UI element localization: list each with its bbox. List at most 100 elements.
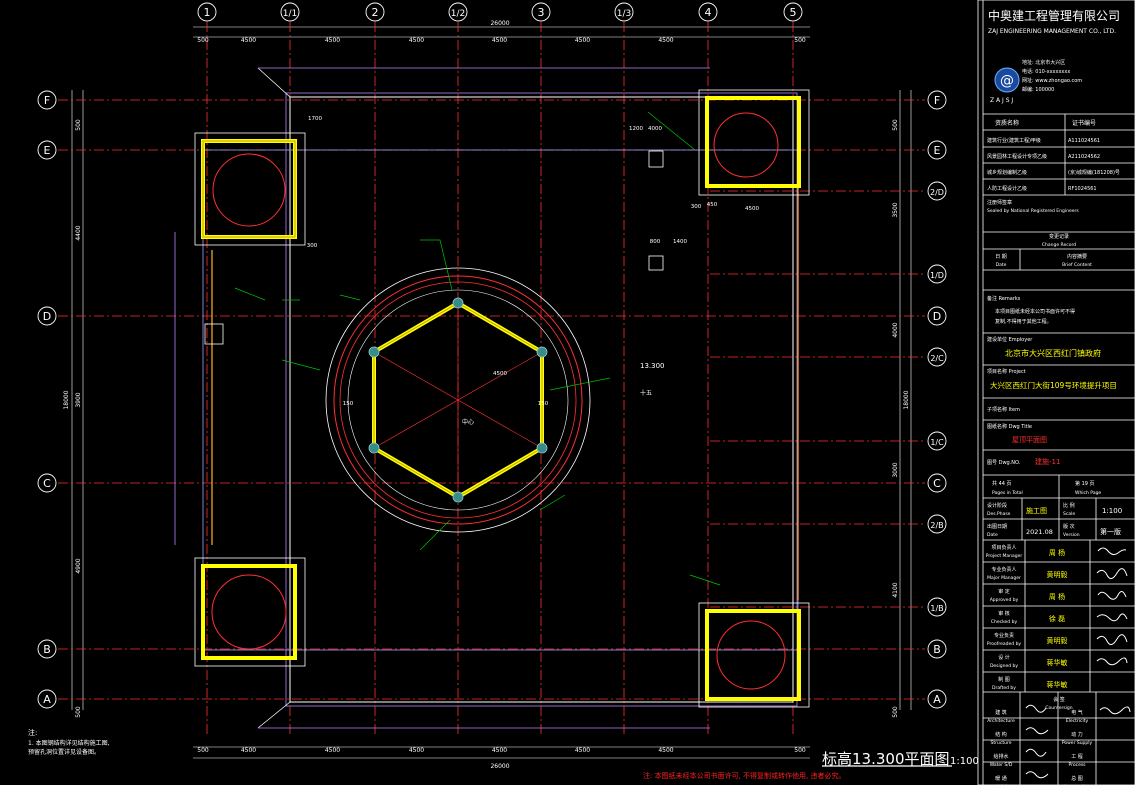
cert-row-1-no: A111024561 (1068, 138, 1100, 144)
role-label: 设 计 (998, 654, 1010, 661)
countersign-discipline-en: Power Supply (1062, 740, 1093, 746)
top-dimension: 4500 (241, 37, 256, 44)
column-axis-label: 4 (705, 6, 712, 19)
left-dimension: 4400 (75, 225, 82, 240)
row-axis-label-right: F (934, 94, 940, 107)
row-axis-label-right: 2/C (930, 354, 944, 363)
remarks-label: 备注 Remarks (987, 295, 1021, 302)
row-axis-bubble-right (927, 140, 947, 160)
misc-dimension: 4500 (493, 371, 507, 377)
row-axis-label-left: E (44, 144, 51, 157)
row-axis-label-left: B (43, 643, 51, 656)
countersign-discipline: 给排水 (993, 753, 1008, 760)
row-axis-label-right: 1/B (930, 604, 943, 613)
countersign-discipline: 总 图 (1071, 775, 1083, 782)
countersign-discipline-en: Process (1068, 762, 1086, 768)
row-axis-label-right: C (933, 477, 941, 490)
bottom-warning: 注: 本图纸未经本公司书面许可, 不得复制或转作他用, 违者必究。 (643, 771, 845, 780)
column-axis-label: 1/1 (283, 9, 297, 19)
center-label: 中心 (462, 418, 474, 426)
scale-value: 1:100 (1102, 507, 1122, 515)
drawing-title-value: 屋顶平面图 (1012, 436, 1047, 444)
column-axis-bubble (365, 2, 385, 22)
cert-header-no: 证书编号 (1072, 119, 1096, 127)
cert-row-2-name: 风景园林工程设计专项乙级 (987, 153, 1047, 160)
elevation-label: 13.300 (640, 362, 665, 370)
bottom-dimension: 500 (197, 747, 209, 754)
countersign-label-en: Countersign (1045, 705, 1072, 711)
column-axis-bubble (448, 2, 468, 22)
column-axis-label: 1/2 (451, 9, 465, 19)
row-axis-bubble-right (927, 90, 947, 110)
page-number-en: Which Page (1075, 490, 1101, 496)
remarks-line-1: 本项目图纸未经本公司书面许可不得 (995, 308, 1075, 315)
bottom-total-dimension: 26000 (490, 763, 509, 770)
stamp-label-en: Sealed by National Registered Engineers (987, 208, 1079, 214)
note-title: 注: (28, 728, 37, 737)
logo-text: Z A J S J (990, 97, 1013, 104)
row-axis-bubble-left (37, 639, 57, 659)
scale-label: 比 例 (1063, 502, 1075, 509)
content-label-en: Brief Content (1062, 262, 1092, 268)
date-label: 日 期 (995, 254, 1007, 260)
drawing-no-label: 图号 Dwg.NO. (987, 460, 1021, 466)
right-total-dimension: 18000 (903, 390, 910, 409)
row-axis-bubble-left (37, 90, 57, 110)
phase-label-en: Des.Phase (987, 511, 1011, 517)
countersign-discipline: 电 气 (1071, 709, 1083, 716)
misc-dimension: 4500 (745, 206, 759, 212)
company-logo-icon: @ (994, 67, 1020, 93)
date2-label-en: Date (987, 532, 998, 538)
role-name: 周 杨 (1049, 548, 1065, 557)
role-name: 黄明毅 (1047, 636, 1068, 645)
row-axis-bubble-left (37, 473, 57, 493)
row-axis-label-right: 1/C (930, 438, 944, 447)
role-name: 蒋华敏 (1047, 680, 1068, 689)
role-label: 专业负责 (994, 632, 1014, 639)
column-axis-bubble (197, 2, 217, 22)
company-name-en: ZAJ ENGINEERING MANAGEMENT CO., LTD. (988, 28, 1116, 35)
top-dimension: 500 (794, 37, 806, 44)
misc-dimension: 1400 (673, 239, 687, 245)
employer: 北京市大兴区西红门镇政府 (1005, 348, 1101, 358)
misc-dimension: 1200 (629, 126, 643, 132)
role-label: 审 定 (998, 588, 1010, 595)
employer-label: 建设单位 Employer (987, 336, 1033, 343)
row-axis-label-right: E (934, 144, 941, 157)
row-axis-label-left: F (44, 94, 50, 107)
drawing-no-value: 建施-11 (1035, 457, 1060, 466)
column-axis-bubble (280, 2, 300, 22)
row-axis-label-left: A (43, 693, 51, 706)
column-axis-bubble (614, 2, 634, 22)
bottom-dimension: 4500 (409, 747, 424, 754)
countersign-discipline-en: Structure (991, 740, 1012, 746)
subitem-label: 子项名称 Item (987, 406, 1020, 413)
row-axis-label-left: D (43, 310, 51, 323)
row-axis-label-right: D (933, 310, 941, 323)
misc-dimension: 4000 (648, 126, 662, 132)
title-block: 中奥建工程管理有限公司 ZAJ ENGINEERING MANAGEMENT C… (986, 8, 1122, 785)
role-label-en: Designed by (990, 663, 1018, 669)
date2-label: 出图日期 (987, 523, 1007, 530)
remarks-line-2: 复制,不得用于其他工程。 (995, 318, 1052, 325)
countersign-discipline: 暖 通 (995, 775, 1007, 782)
left-dimension: 500 (75, 119, 82, 131)
cert-row-1-name: 建筑行业(建筑工程)甲级 (987, 137, 1041, 144)
svg-text:@: @ (1000, 73, 1014, 89)
right-dimension: 3500 (892, 202, 899, 217)
bottom-dimension: 500 (794, 747, 806, 754)
column-axis-label: 1 (204, 6, 211, 19)
floor-plan-geometry: @ (58, 0, 1135, 785)
bottom-dimension: 4500 (492, 747, 507, 754)
row-axis-bubble-left (37, 689, 57, 709)
top-dimension: 4500 (658, 37, 673, 44)
version-value: 第一版 (1100, 527, 1121, 536)
pages-total: 共 44 页 (992, 480, 1012, 487)
misc-dimension: 1700 (308, 116, 322, 122)
misc-dimension: 450 (707, 202, 718, 208)
top-total-dimension: 26000 (490, 20, 509, 27)
column-axis-bubble (783, 2, 803, 22)
role-name: 黄明毅 (1047, 570, 1068, 579)
row-axis-bubble-right (927, 473, 947, 493)
